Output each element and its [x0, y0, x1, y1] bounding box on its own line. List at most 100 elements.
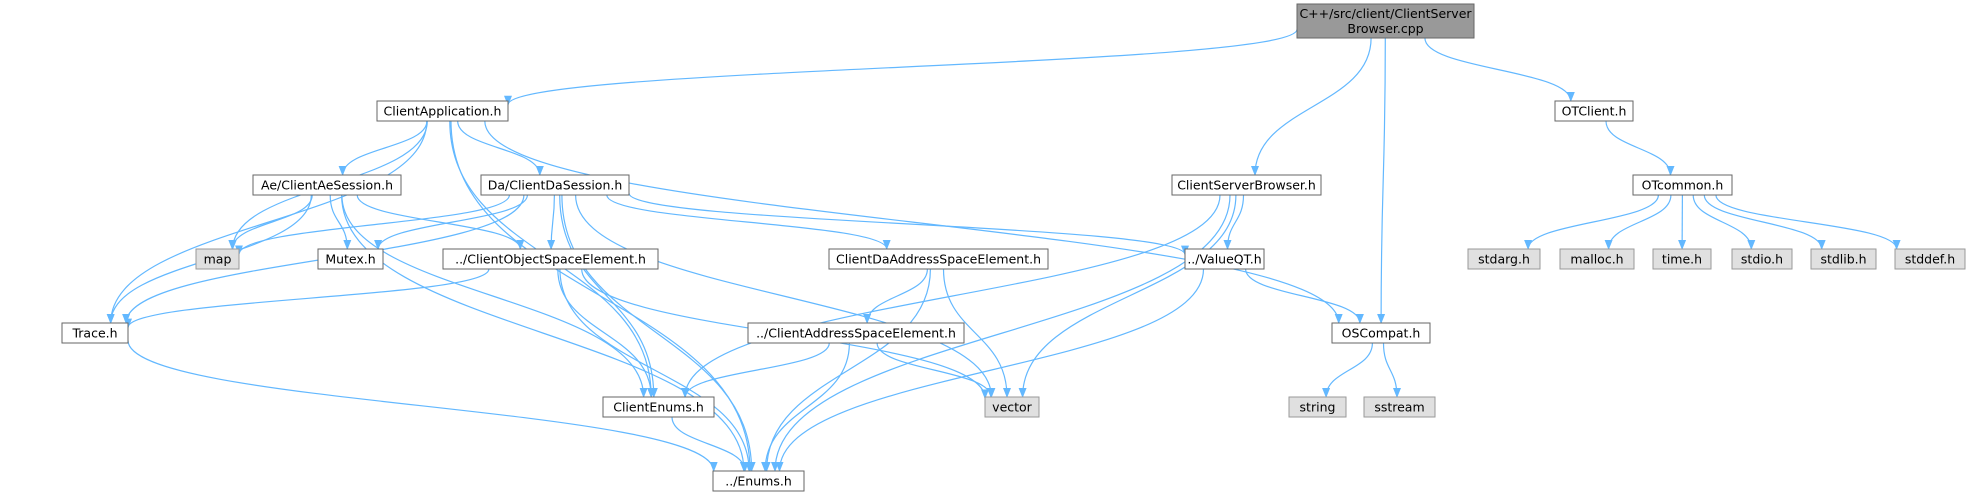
node-otclient[interactable]: OTClient.h — [1554, 100, 1634, 122]
node-trace[interactable]: Trace.h — [61, 322, 129, 344]
edge-otcommon-to-stdio — [1692, 194, 1756, 250]
node-oscompat-label: OSCompat.h — [1342, 326, 1421, 341]
edge-dasession-to-clientenums — [559, 194, 658, 398]
node-objspace[interactable]: ../ClientObjectSpaceElement.h — [442, 248, 659, 270]
node-time: time.h — [1652, 248, 1712, 270]
node-sstream-label: sstream — [1374, 400, 1424, 415]
node-enums[interactable]: ../Enums.h — [712, 470, 805, 492]
node-map-label: map — [204, 252, 232, 267]
node-malloc-label: malloc.h — [1570, 252, 1623, 267]
node-stdio-box — [1731, 248, 1793, 270]
edge-oscompat-to-sstream — [1382, 342, 1401, 398]
node-otcommon[interactable]: OTcommon.h — [1632, 174, 1733, 196]
edge-otcommon-to-stdarg — [1524, 194, 1659, 250]
node-stdarg: stdarg.h — [1467, 248, 1541, 270]
node-clientenums-box — [602, 396, 715, 418]
edge-aesession-to-map — [228, 194, 313, 250]
edge-root-to-oscompat — [1377, 37, 1386, 324]
node-stdio: stdio.h — [1731, 248, 1793, 270]
edge-valueqt-to-enums — [775, 268, 1205, 472]
node-clientserverbrowser-label: ClientServerBrowser.h — [1177, 178, 1316, 193]
node-stdio-label: stdio.h — [1741, 252, 1783, 267]
node-vector-label: vector — [992, 400, 1033, 415]
edge-valueqt-to-oscompat — [1245, 268, 1364, 324]
edge-clientserverbrowser-to-valueqt — [1223, 194, 1245, 250]
node-dasession[interactable]: Da/ClientDaSession.h — [480, 174, 630, 196]
edge-clientapp-to-trace — [106, 120, 428, 324]
node-clientenums[interactable]: ClientEnums.h — [602, 396, 715, 418]
node-sstream: sstream — [1363, 396, 1436, 418]
node-root[interactable]: C++/src/client/ClientServerBrowser.cpp — [1296, 3, 1475, 39]
edge-root-to-clientapp — [504, 29, 1298, 106]
node-daaddr-label: ClientDaAddressSpaceElement.h — [836, 252, 1041, 267]
node-stddef-label: stddef.h — [1905, 252, 1955, 267]
node-addrspace-box — [747, 322, 965, 344]
edge-addrspace-to-vector — [876, 342, 995, 398]
node-stdarg-label: stdarg.h — [1478, 252, 1530, 267]
edge-aesession-to-objspace — [356, 194, 525, 250]
node-map-box — [195, 248, 240, 270]
node-string: string — [1288, 396, 1347, 418]
edge-dasession-to-map — [235, 194, 510, 256]
edge-aesession-to-mutex — [329, 194, 352, 250]
edge-clientserverbrowser-to-enums — [771, 194, 1231, 472]
node-root-box — [1296, 3, 1475, 39]
node-otcommon-label: OTcommon.h — [1642, 178, 1724, 193]
node-stdlib-label: stdlib.h — [1820, 252, 1866, 267]
edge-root-to-otclient — [1424, 37, 1575, 102]
edge-clientapp-to-enums — [450, 120, 754, 472]
node-clientapp-label: ClientApplication.h — [384, 104, 502, 119]
node-clientapp[interactable]: ClientApplication.h — [376, 100, 509, 122]
edge-clientenums-to-enums — [671, 416, 749, 472]
node-aesession-box — [252, 174, 402, 196]
node-stddef: stddef.h — [1894, 248, 1966, 270]
edge-aesession-to-clientenums — [341, 194, 648, 398]
node-otcommon-box — [1632, 174, 1733, 196]
node-otclient-label: OTClient.h — [1562, 104, 1627, 119]
edge-otclient-to-otcommon — [1605, 120, 1675, 176]
node-addrspace[interactable]: ../ClientAddressSpaceElement.h — [747, 322, 965, 344]
edge-clientserverbrowser-to-vector — [1018, 194, 1237, 398]
node-aesession[interactable]: Ae/ClientAeSession.h — [252, 174, 402, 196]
node-root-label: C++/src/client/ClientServer — [1299, 6, 1472, 21]
nodes-layer: C++/src/client/ClientServerBrowser.cppCl… — [61, 3, 1966, 492]
node-objspace-box — [442, 248, 659, 270]
node-oscompat[interactable]: OSCompat.h — [1331, 322, 1431, 344]
edge-otcommon-to-stddef — [1715, 194, 1901, 250]
edge-daaddr-to-vector — [942, 268, 1011, 398]
node-enums-box — [712, 470, 805, 492]
node-otclient-box — [1554, 100, 1634, 122]
node-dasession-label: Da/ClientDaSession.h — [488, 178, 623, 193]
edge-root-to-clientserverbrowser — [1251, 37, 1372, 176]
edge-dasession-to-valueqt — [628, 192, 1189, 256]
node-valueqt-label: ../ValueQT.h — [1187, 252, 1261, 267]
edge-dasession-to-enums — [561, 194, 756, 472]
node-daaddr-box — [828, 248, 1049, 270]
node-malloc: malloc.h — [1559, 248, 1635, 270]
edge-dasession-to-daaddr — [606, 194, 891, 250]
node-stdarg-box — [1467, 248, 1541, 270]
node-clientserverbrowser-box — [1171, 174, 1322, 196]
node-valueqt[interactable]: ../ValueQT.h — [1184, 248, 1265, 270]
edge-oscompat-to-string — [1322, 342, 1373, 398]
edge-otcommon-to-malloc — [1604, 194, 1672, 250]
edge-objspace-to-enums — [559, 268, 754, 472]
node-oscompat-box — [1331, 322, 1431, 344]
node-stdlib-box — [1810, 248, 1877, 270]
node-daaddr[interactable]: ClientDaAddressSpaceElement.h — [828, 248, 1049, 270]
node-vector-box — [984, 396, 1040, 418]
node-addrspace-label: ../ClientAddressSpaceElement.h — [756, 326, 956, 341]
edge-clientapp-to-aesession — [338, 120, 428, 176]
edge-clientserverbrowser-to-clientenums — [681, 194, 1221, 398]
node-clientserverbrowser[interactable]: ClientServerBrowser.h — [1171, 174, 1322, 196]
edge-otcommon-to-stdlib — [1703, 194, 1826, 250]
node-stdlib: stdlib.h — [1810, 248, 1877, 270]
node-clientapp-box — [376, 100, 509, 122]
node-trace-label: Trace.h — [71, 326, 117, 341]
edge-objspace-to-clientenums — [557, 268, 656, 398]
node-mutex[interactable]: Mutex.h — [317, 248, 384, 270]
edge-daaddr-to-addrspace — [863, 268, 928, 324]
edge-objspace-to-trace — [124, 268, 490, 329]
edge-aesession-to-enums — [341, 194, 748, 472]
